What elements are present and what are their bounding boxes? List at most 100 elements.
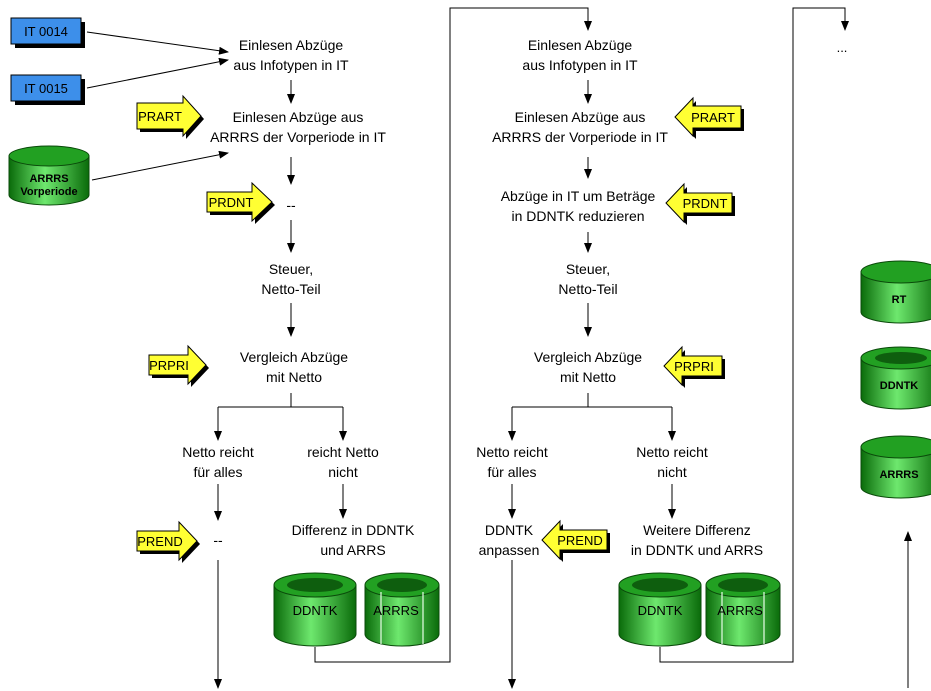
cylinder-label-line1: ARRRS (29, 173, 68, 185)
c1-enough-line1: Netto reicht (182, 444, 254, 460)
cylinder-label: DDNTK (293, 603, 338, 618)
cylinder-top-hole (875, 352, 927, 364)
c2-read-infotypes-line2: aus Infotypen in IT (522, 57, 638, 73)
c2-adjust-line2: anpassen (479, 542, 540, 558)
cylinder-top (860, 435, 931, 459)
arrow-body (674, 96, 742, 138)
cylinder-body (273, 584, 357, 647)
cylinder-label: ARRRS (717, 603, 763, 618)
rule-arrow-c1-prpri: PRPRI (148, 344, 209, 387)
c1-compare-line1: Vergleich Abzüge (240, 349, 348, 365)
rule-label: PRPRI (674, 359, 714, 374)
rule-label: PREND (137, 534, 183, 549)
c2-tax-line1: Steuer, (566, 261, 610, 277)
rule-arrow-c1-prend: PREND (136, 520, 200, 563)
cylinder-arrrs-vorperiode: ARRRS Vorperiode (8, 145, 90, 206)
c1-tax-line1: Steuer, (269, 261, 313, 277)
arrow-body (541, 519, 608, 561)
cylinder-top (8, 145, 90, 167)
rule-label: PRART (691, 110, 735, 125)
c1-read-arrrs-line1: Einlesen Abzüge aus (233, 109, 364, 125)
c2-not-enough-line2: nicht (657, 464, 687, 480)
arrow-body (136, 520, 198, 562)
cylinder-body (705, 584, 781, 647)
cylinder-body (860, 357, 931, 410)
c2-enough-line2: für alles (487, 464, 536, 480)
cylinder-c3-ddntk: DDNTK (860, 346, 931, 410)
arrow-body (206, 181, 273, 223)
c1-compare-line2: mit Netto (266, 369, 322, 385)
infotype-box-it0014: IT 0014 (10, 17, 85, 48)
rule-arrow-c2-prend: PREND (541, 519, 610, 562)
arrow-body (663, 345, 723, 387)
infotype-box-it0015: IT 0015 (10, 74, 85, 105)
connector-c2-to-c3 (659, 7, 849, 663)
cylinder-c1-ddntk: DDNTK (273, 572, 357, 647)
cylinder-label: DDNTK (880, 380, 919, 392)
c3-ellipsis: ... (837, 40, 848, 55)
c2-read-arrrs-line2: ARRRS der Vorperiode in IT (492, 129, 668, 145)
c1-tax-line2: Netto-Teil (261, 281, 320, 297)
arrow-body (148, 344, 207, 386)
cylinder-top-hole (287, 578, 343, 592)
rule-arrow-c2-prart: PRART (674, 96, 744, 139)
c2-reduce-line1: Abzüge in IT um Beträge (501, 188, 656, 204)
cylinder-label-line2: Vorperiode (20, 186, 77, 198)
connectors (86, 7, 912, 689)
rule-arrow-c1-prdnt: PRDNT (206, 181, 275, 224)
column-1-steps: Einlesen Abzüge aus Infotypen in IT Einl… (182, 37, 415, 558)
rule-label: PRDNT (209, 195, 254, 210)
c2-enough-line1: Netto reicht (476, 444, 548, 460)
c1-enough-line2: für alles (193, 464, 242, 480)
c2-read-arrrs-line1: Einlesen Abzüge aus (515, 109, 646, 125)
arrow-it0014-to-read (86, 31, 229, 55)
cylinder-top-hole (632, 578, 688, 592)
cylinder-body (8, 155, 90, 206)
c1-read-arrrs-line2: ARRRS der Vorperiode in IT (210, 129, 386, 145)
arrow-body (665, 182, 733, 224)
c1-read-infotypes-line2: aus Infotypen in IT (233, 57, 349, 73)
c2-tax-line2: Netto-Teil (558, 281, 617, 297)
cylinder-body (364, 584, 440, 647)
rule-arrow-c1-prart: PRART (136, 94, 204, 139)
rule-label: PRDNT (683, 196, 728, 211)
c1-not-enough-line2: nicht (328, 464, 358, 480)
cylinder-c1-arrrs: ARRRS (364, 572, 440, 647)
c1-end-dash: -- (213, 532, 223, 548)
rule-label: PREND (557, 533, 603, 548)
c2-further-diff-line1: Weitere Differenz (643, 522, 751, 538)
cylinder-c3-arrrs: ARRRS (860, 435, 931, 499)
c1-read-infotypes-line1: Einlesen Abzüge (239, 37, 344, 53)
arrow-body (136, 94, 202, 138)
cylinder-body (860, 271, 931, 324)
arrow-it0015-to-read (86, 57, 229, 89)
c2-not-enough-line1: Netto reicht (636, 444, 708, 460)
cylinder-label: RT (892, 294, 907, 306)
c2-read-infotypes-line1: Einlesen Abzüge (528, 37, 633, 53)
cylinder-top-hole (377, 578, 427, 592)
rule-arrow-c2-prdnt: PRDNT (665, 182, 735, 225)
it0014-label: IT 0014 (24, 24, 68, 39)
c2-adjust-line1: DDNTK (485, 522, 534, 538)
cylinder-c2-arrrs: ARRRS (705, 572, 781, 647)
cylinder-top-hole (718, 578, 768, 592)
cylinder-top (860, 260, 931, 284)
c1-difference-line1: Differenz in DDNTK (292, 522, 415, 538)
cylinder-body (860, 446, 931, 499)
it0015-label: IT 0015 (24, 81, 68, 96)
cylinder-c3-rt: RT (860, 260, 931, 324)
c2-reduce-line2: in DDNTK reduzieren (511, 208, 644, 224)
rule-label: PRPRI (149, 358, 189, 373)
box-body (10, 17, 82, 45)
box-body (10, 74, 82, 102)
c1-step-dash: -- (286, 197, 296, 213)
c2-compare-line2: mit Netto (560, 369, 616, 385)
c2-further-diff-line2: in DDNTK und ARRS (631, 542, 763, 558)
cylinder-label: ARRRS (879, 469, 918, 481)
c1-difference-line2: und ARRS (320, 542, 385, 558)
rule-arrow-c2-prpri: PRPRI (663, 345, 725, 388)
c2-compare-line1: Vergleich Abzüge (534, 349, 642, 365)
rule-label: PRART (138, 109, 182, 124)
c1-not-enough-line1: reicht Netto (307, 444, 379, 460)
